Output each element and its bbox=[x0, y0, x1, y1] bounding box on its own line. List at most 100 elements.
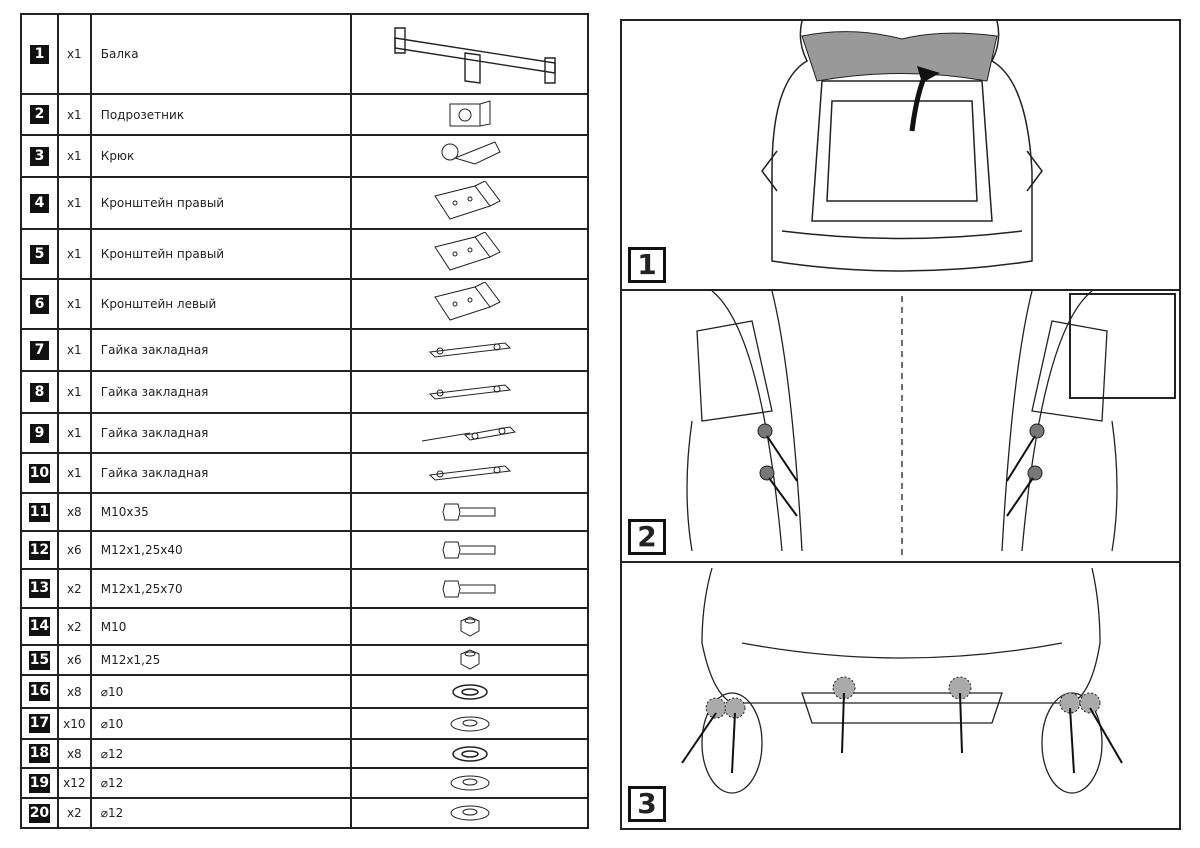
part-name: Кронштейн левый bbox=[89, 278, 353, 330]
part-number-badge: 17 bbox=[28, 714, 51, 733]
part-quantity: x2 bbox=[56, 607, 92, 646]
part-quantity: x1 bbox=[56, 370, 92, 414]
part-name: M12x1,25x40 bbox=[89, 530, 353, 570]
part-name: Подрозетник bbox=[89, 93, 353, 136]
part-name: Кронштейн правый bbox=[89, 228, 353, 280]
part-number-badge: 11 bbox=[28, 502, 51, 522]
part-quantity: x1 bbox=[56, 93, 92, 136]
part-row: 9 x1 Гайка закладная bbox=[20, 412, 589, 454]
part-number-badge: 9 bbox=[29, 423, 49, 443]
nut-plate-icon bbox=[350, 452, 589, 494]
nut-plate-icon bbox=[350, 370, 589, 414]
part-name: Кронштейн правый bbox=[89, 176, 353, 230]
part-quantity: x8 bbox=[56, 492, 92, 532]
part-row: 18 x8 ⌀12 bbox=[20, 738, 589, 769]
part-row: 17 x10 ⌀10 bbox=[20, 707, 589, 740]
part-row: 1 x1 Балка bbox=[20, 13, 589, 95]
part-row: 11 x8 M10x35 bbox=[20, 492, 589, 532]
step-number: 3 bbox=[628, 786, 666, 822]
part-row: 16 x8 ⌀10 bbox=[20, 674, 589, 709]
part-row: 13 x2 M12x1,25x70 bbox=[20, 568, 589, 609]
part-row: 3 x1 Крюк bbox=[20, 134, 589, 178]
part-number-badge: 16 bbox=[28, 682, 51, 701]
part-row: 6 x1 Кронштейн левый bbox=[20, 278, 589, 330]
bracket-icon bbox=[350, 228, 589, 280]
part-name: M12x1,25x70 bbox=[89, 568, 353, 609]
part-quantity: x8 bbox=[56, 674, 92, 709]
part-name: ⌀12 bbox=[89, 797, 353, 829]
part-number-badge: 6 bbox=[29, 294, 49, 314]
spring-washer-icon bbox=[350, 738, 589, 769]
part-row: 5 x1 Кронштейн правый bbox=[20, 228, 589, 280]
part-row: 2 x1 Подрозетник bbox=[20, 93, 589, 136]
part-name: ⌀10 bbox=[89, 707, 353, 740]
part-name: Гайка закладная bbox=[89, 452, 353, 494]
part-quantity: x1 bbox=[56, 134, 92, 178]
part-number-badge: 8 bbox=[29, 382, 49, 402]
bolt-icon bbox=[350, 492, 589, 532]
part-quantity: x2 bbox=[56, 568, 92, 609]
tow-beam-icon bbox=[350, 13, 589, 95]
spring-washer-icon bbox=[350, 674, 589, 709]
part-number-badge: 15 bbox=[28, 650, 51, 670]
step-number: 1 bbox=[628, 247, 666, 283]
part-number-badge: 20 bbox=[28, 803, 51, 823]
part-row: 4 x1 Кронштейн правый bbox=[20, 176, 589, 230]
trunk-open-illustration bbox=[761, 21, 1043, 272]
bumper-clips-illustration bbox=[681, 567, 1123, 794]
part-number-badge: 7 bbox=[29, 340, 49, 360]
part-name: M10 bbox=[89, 607, 353, 646]
part-row: 7 x1 Гайка закладная bbox=[20, 328, 589, 372]
part-row: 10 x1 Гайка закладная bbox=[20, 452, 589, 494]
part-name: Гайка закладная bbox=[89, 328, 353, 372]
part-row: 14 x2 M10 bbox=[20, 607, 589, 646]
part-row: 19 x12 ⌀12 bbox=[20, 767, 589, 799]
part-number-badge: 1 bbox=[29, 44, 49, 64]
nut-icon bbox=[350, 644, 589, 676]
part-name: ⌀10 bbox=[89, 674, 353, 709]
part-number-badge: 4 bbox=[29, 193, 49, 213]
part-number-badge: 2 bbox=[29, 105, 49, 124]
part-quantity: x1 bbox=[56, 328, 92, 372]
part-quantity: x1 bbox=[56, 278, 92, 330]
part-name: Гайка закладная bbox=[89, 412, 353, 454]
part-number-badge: 3 bbox=[29, 146, 49, 166]
step-3-panel: 3 bbox=[622, 563, 1179, 828]
part-number-badge: 5 bbox=[29, 244, 49, 264]
part-row: 12 x6 M12x1,25x40 bbox=[20, 530, 589, 570]
nut-plate-icon bbox=[350, 328, 589, 372]
part-quantity: x6 bbox=[56, 644, 92, 676]
bracket-icon bbox=[350, 176, 589, 230]
part-name: Балка bbox=[89, 13, 353, 95]
part-quantity: x6 bbox=[56, 530, 92, 570]
step-1-panel: 1 bbox=[622, 21, 1179, 291]
step-number: 2 bbox=[628, 519, 666, 555]
installation-steps: 1 2 bbox=[620, 19, 1181, 830]
tow-ball-hook-icon bbox=[350, 134, 589, 178]
part-number-badge: 18 bbox=[28, 744, 51, 763]
part-quantity: x10 bbox=[56, 707, 92, 740]
part-name: Крюк bbox=[89, 134, 353, 178]
socket-bracket-icon bbox=[350, 93, 589, 136]
part-quantity: x1 bbox=[56, 13, 92, 95]
part-row: 8 x1 Гайка закладная bbox=[20, 370, 589, 414]
part-name: ⌀12 bbox=[89, 738, 353, 769]
nut-icon bbox=[350, 607, 589, 646]
part-name: Гайка закладная bbox=[89, 370, 353, 414]
part-quantity: x8 bbox=[56, 738, 92, 769]
part-name: M12x1,25 bbox=[89, 644, 353, 676]
part-row: 15 x6 M12x1,25 bbox=[20, 644, 589, 676]
bracket-icon bbox=[350, 278, 589, 330]
part-quantity: x2 bbox=[56, 797, 92, 829]
part-quantity: x12 bbox=[56, 767, 92, 799]
nut-plate-wire-icon bbox=[350, 412, 589, 454]
step-2-panel: 2 bbox=[622, 291, 1179, 563]
flat-washer-icon bbox=[350, 797, 589, 829]
bolt-icon bbox=[350, 568, 589, 609]
part-number-badge: 14 bbox=[28, 617, 51, 636]
part-row: 20 x2 ⌀12 bbox=[20, 797, 589, 829]
part-name: M10x35 bbox=[89, 492, 353, 532]
bolt-icon bbox=[350, 530, 589, 570]
part-quantity: x1 bbox=[56, 412, 92, 454]
parts-table: 1 x1 Балка 2 x1 Подрозетник 3 x1 Крюк 4 … bbox=[20, 13, 589, 829]
